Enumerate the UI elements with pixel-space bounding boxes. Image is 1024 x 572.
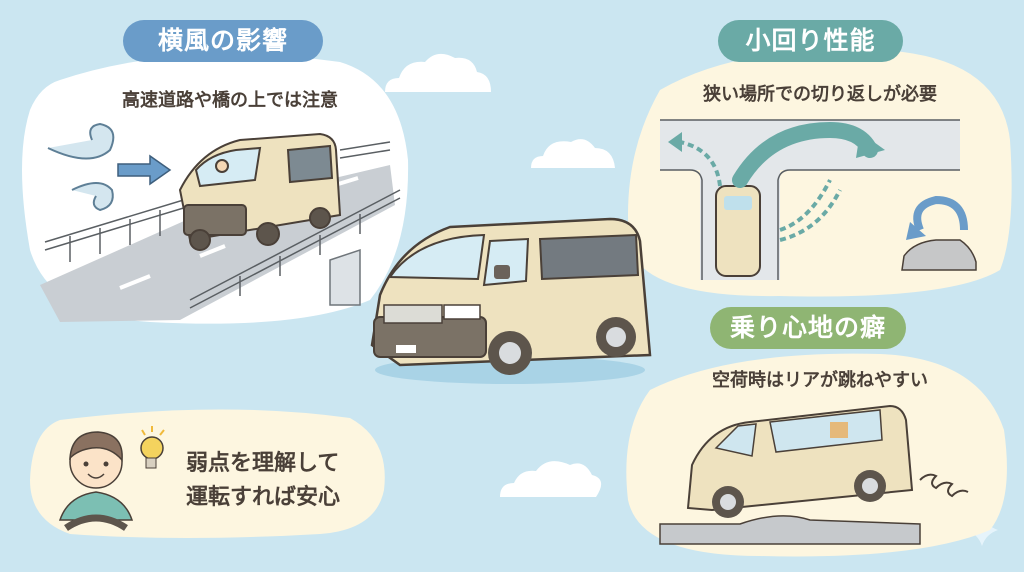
ride-comfort-subtitle: 空荷時はリアが跳ねやすい	[712, 370, 928, 391]
wind-arrow-icon	[117, 154, 172, 186]
advice-message: 弱点を理解して 運転すれば安心	[186, 447, 340, 515]
driver-avatar-icon	[58, 431, 134, 531]
turning-title-badge: 小回り性能	[718, 20, 903, 62]
cloud-icon	[385, 53, 615, 497]
ride-comfort-panel	[626, 353, 1007, 557]
turning-subtitle: 狭い場所での切り返しが必要	[703, 84, 937, 105]
advice-line-1: 弱点を理解して	[186, 451, 340, 476]
spring-icon	[919, 473, 969, 498]
crosswind-title-badge: 横風の影響	[123, 20, 323, 62]
center-van-illustration	[370, 217, 652, 384]
ride-comfort-title-badge: 乗り心地の癖	[710, 307, 906, 349]
lightbulb-icon	[140, 426, 165, 469]
bouncing-van-illustration	[659, 404, 969, 545]
crosswind-subtitle: 高速道路や橋の上では注意	[122, 90, 338, 111]
u-turn-arrow-icon	[913, 195, 968, 232]
van-in-crosswind-icon	[178, 132, 342, 251]
advice-panel	[30, 409, 385, 538]
wind-swirl-icon	[47, 122, 115, 212]
t-intersection-illustration	[660, 119, 977, 280]
advice-line-2: 運転すれば安心	[186, 485, 341, 510]
crosswind-panel	[22, 54, 409, 324]
turning-panel	[628, 49, 1012, 297]
car-icon	[901, 239, 977, 271]
